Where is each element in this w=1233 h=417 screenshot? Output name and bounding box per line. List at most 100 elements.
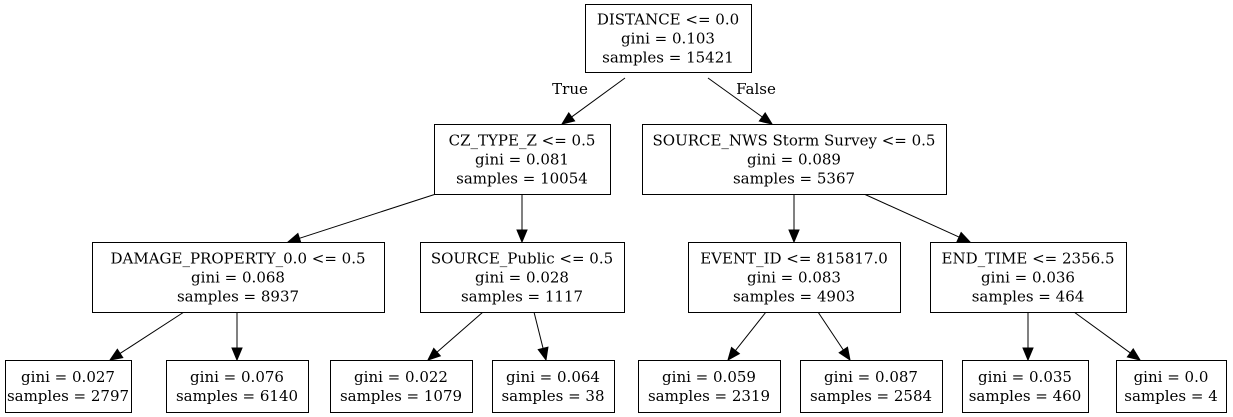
node-line: END_TIME <= 2356.5	[942, 249, 1115, 267]
edge-line	[436, 311, 484, 353]
arrow-head	[231, 347, 243, 362]
node-box	[92, 242, 385, 313]
arrow-head	[1126, 347, 1142, 361]
arrow-head	[516, 229, 528, 244]
edge-line	[533, 311, 544, 349]
node-box	[642, 124, 947, 195]
arrow-head	[1022, 347, 1034, 362]
edge-n4-n9	[427, 311, 484, 361]
node-line: gini = 0.059	[662, 368, 756, 386]
node-line: gini = 0.022	[354, 368, 448, 386]
node-line: samples = 8937	[177, 287, 299, 305]
node-box	[420, 242, 625, 313]
edge-n6-n13	[1022, 312, 1034, 362]
edge-line	[1073, 311, 1131, 354]
arrow-head	[788, 229, 800, 244]
node-line: gini = 0.083	[747, 268, 841, 286]
node-line: samples = 2584	[810, 387, 932, 405]
node-line: samples = 38	[501, 387, 604, 405]
edge-n3-n8	[231, 312, 243, 362]
node-box	[1116, 360, 1227, 413]
node-box	[166, 360, 309, 413]
node-line: samples = 460	[969, 387, 1082, 405]
node-line: gini = 0.068	[191, 268, 285, 286]
node-box	[688, 242, 901, 313]
arrow-head	[956, 231, 972, 243]
arrow-head	[560, 111, 576, 125]
edge-n0-n1: True	[552, 77, 626, 125]
edge-line	[571, 77, 626, 118]
edge-n3-n7	[108, 311, 185, 361]
edge-n1-n3	[286, 193, 437, 244]
node-line: samples = 6140	[176, 387, 298, 405]
node-line: samples = 5367	[733, 169, 855, 187]
node-line: CZ_TYPE_Z <= 0.5	[449, 131, 596, 149]
node-box	[330, 360, 473, 413]
node-line: gini = 0.089	[747, 150, 841, 168]
edge-n1-n4	[516, 194, 528, 244]
node-line: gini = 0.081	[475, 150, 569, 168]
node-box	[962, 360, 1089, 413]
edge-line	[735, 311, 767, 351]
edge-line	[299, 193, 437, 239]
edge-n6-n14	[1073, 311, 1142, 361]
node-line: samples = 1079	[340, 387, 462, 405]
node-line: gini = 0.036	[981, 268, 1075, 286]
node-box	[434, 124, 611, 195]
edge-line	[707, 77, 763, 118]
node-line: samples = 464	[972, 287, 1085, 305]
edge-n5-n11	[727, 311, 767, 362]
node-line: gini = 0.076	[190, 368, 284, 386]
edge-line	[119, 311, 185, 354]
node-line: samples = 15421	[602, 48, 734, 66]
node-line: gini = 0.027	[21, 368, 115, 386]
edge-line	[863, 193, 960, 238]
edge-label-true: True	[552, 80, 588, 98]
node-box	[638, 360, 781, 413]
node-line: SOURCE_NWS Storm Survey <= 0.5	[653, 131, 936, 149]
node-line: gini = 0.064	[506, 368, 600, 386]
edge-n5-n12	[817, 311, 851, 362]
edge-n2-n6	[863, 193, 972, 243]
node-box	[800, 360, 943, 413]
edge-n2-n5	[788, 194, 800, 244]
node-line: DAMAGE_PROPERTY_0.0 <= 0.5	[110, 249, 365, 267]
node-line: DISTANCE <= 0.0	[597, 10, 739, 28]
edge-n0-n2: False	[707, 77, 776, 125]
node-line: gini = 0.087	[824, 368, 918, 386]
arrow-head	[427, 347, 442, 361]
node-line: samples = 2797	[7, 387, 129, 405]
arrow-head	[727, 346, 741, 362]
node-line: gini = 0.028	[475, 268, 569, 286]
node-box	[5, 360, 132, 413]
edges-layer: True False	[108, 77, 1142, 362]
arrow-head	[838, 346, 851, 362]
node-box	[930, 242, 1127, 313]
node-line: samples = 4	[1124, 387, 1218, 405]
edge-n4-n10	[533, 311, 549, 362]
node-line: EVENT_ID <= 815817.0	[700, 249, 888, 267]
node-line: gini = 0.103	[621, 29, 715, 47]
edge-label-false: False	[736, 80, 776, 98]
arrow-head	[537, 346, 549, 362]
node-line: samples = 2319	[648, 387, 770, 405]
node-box	[492, 360, 615, 413]
node-line: gini = 0.035	[978, 368, 1072, 386]
node-box	[585, 4, 752, 73]
